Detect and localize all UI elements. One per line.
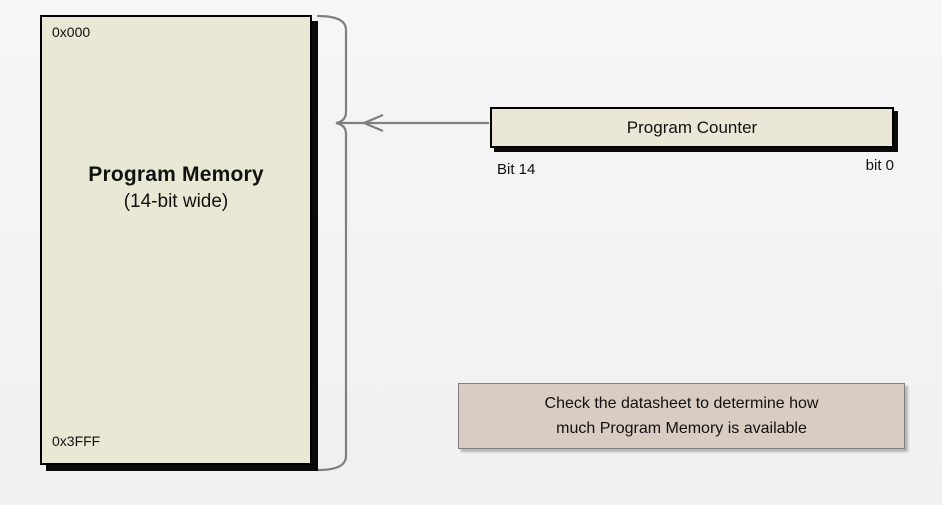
memory-start-address: 0x000: [52, 24, 91, 40]
program-memory-box: 0x000 Program Memory (14-bit wide) 0x3FF…: [40, 15, 312, 465]
memory-title-block: Program Memory (14-bit wide): [42, 163, 310, 213]
datasheet-note-line2: much Program Memory is available: [556, 420, 807, 437]
brace-shape: [316, 14, 348, 472]
memory-title: Program Memory: [88, 163, 264, 186]
pc-lsb-label: bit 0: [865, 157, 894, 174]
datasheet-note-line1: Check the datasheet to determine how: [544, 395, 819, 412]
program-counter-box: Program Counter: [490, 107, 894, 148]
program-counter-label: Program Counter: [626, 117, 758, 137]
datasheet-note-box: Check the datasheet to determine how muc…: [458, 383, 905, 449]
memory-end-address: 0x3FFF: [52, 433, 101, 449]
pc-msb-label: Bit 14: [497, 161, 536, 178]
memory-subtitle: (14-bit wide): [123, 191, 229, 212]
arrowhead-icon: [361, 113, 384, 133]
